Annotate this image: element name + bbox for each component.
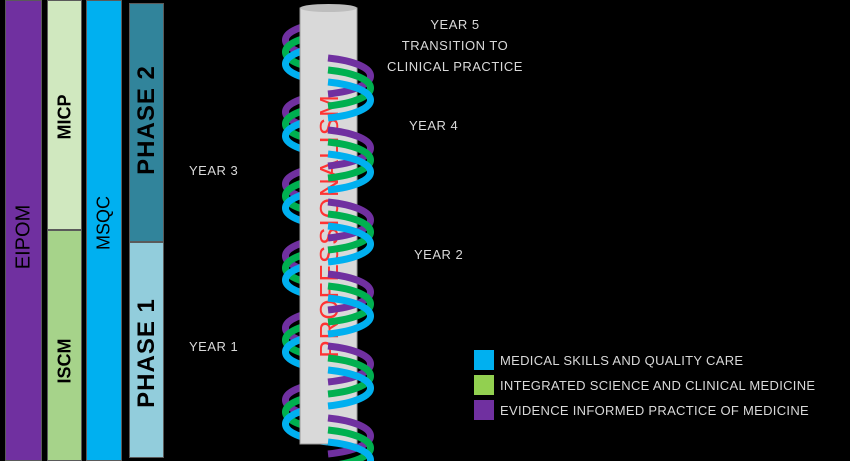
purple-helix-ribbon-front xyxy=(327,342,374,386)
year4-label: YEAR 4 xyxy=(409,118,459,133)
year5-transition-line: TRANSITION TO xyxy=(372,38,538,53)
phase1-bar: PHASE 1 xyxy=(129,242,164,458)
legend-label: MEDICAL SKILLS AND QUALITY CARE xyxy=(500,352,744,368)
blue-helix-ribbon-front xyxy=(327,222,374,266)
green-helix-ribbon-front xyxy=(327,66,374,110)
green-helix-ribbon-front xyxy=(327,354,374,398)
blue-helix-ribbon-front xyxy=(327,78,374,122)
green-helix-ribbon-front xyxy=(327,210,374,254)
year5-clinical-line: CLINICAL PRACTICE xyxy=(372,59,538,74)
blue-helix-ribbon-front xyxy=(327,438,374,461)
purple-helix-ribbon-front xyxy=(327,270,374,314)
phase2-bar: PHASE 2 xyxy=(129,3,164,242)
legend-label: INTEGRATED SCIENCE AND CLINICAL MEDICINE xyxy=(500,377,816,393)
purple-helix-ribbon-front xyxy=(327,126,374,170)
eipom-bar: EIPOM xyxy=(5,0,42,461)
professionalism-column-top xyxy=(300,4,357,12)
legend-item-evidence-informed: EVIDENCE INFORMED PRACTICE OF MEDICINE xyxy=(474,399,809,421)
year5-subtitle-1: TRANSITION TO xyxy=(401,38,509,53)
blue-helix-ribbon-front xyxy=(327,294,374,338)
purple-helix-ribbon-front xyxy=(327,54,374,98)
purple-helix-ribbon-front xyxy=(327,414,374,458)
green-helix-ribbon-front xyxy=(327,282,374,326)
legend-item-medical-skills: MEDICAL SKILLS AND QUALITY CARE xyxy=(474,349,743,371)
micp-bar: MICP xyxy=(47,0,82,230)
msqc-bar: MSQC xyxy=(86,0,122,461)
blue-helix-ribbon-front xyxy=(327,366,374,410)
year5-title: YEAR 5 xyxy=(430,17,480,32)
legend-swatch-purple xyxy=(474,400,494,420)
year1-label: YEAR 1 xyxy=(189,339,239,354)
year5-label: YEAR 5 xyxy=(415,17,495,32)
green-helix-ribbon-front xyxy=(327,138,374,182)
legend-swatch-blue xyxy=(474,350,494,370)
year3-label: YEAR 3 xyxy=(189,163,239,178)
year5-subtitle-2: CLINICAL PRACTICE xyxy=(387,59,523,74)
year2-label: YEAR 2 xyxy=(414,247,464,262)
green-helix-ribbon-front xyxy=(327,426,374,461)
purple-helix-ribbon-front xyxy=(327,198,374,242)
blue-helix-ribbon-front xyxy=(327,150,374,194)
legend-label: EVIDENCE INFORMED PRACTICE OF MEDICINE xyxy=(500,402,809,418)
legend-swatch-green xyxy=(474,375,494,395)
legend-item-integrated-science: INTEGRATED SCIENCE AND CLINICAL MEDICINE xyxy=(474,374,815,396)
